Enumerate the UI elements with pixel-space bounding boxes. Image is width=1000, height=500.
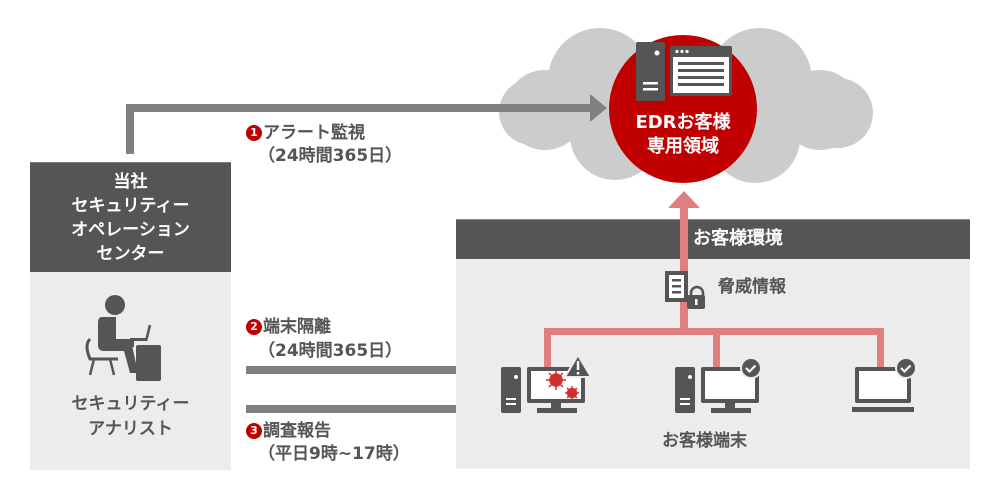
edr-label-line: EDRお客様 <box>635 112 731 133</box>
threat-info-label: 脅威情報 <box>718 277 786 297</box>
warning-icon <box>563 353 593 378</box>
terminal-ok-laptop <box>852 357 917 412</box>
terminal-ok-desktop <box>675 357 762 413</box>
analyst-at-desk-icon <box>85 295 161 381</box>
arrow-alert-monitoring <box>126 94 607 154</box>
soc-header-line: 当社 <box>113 172 148 192</box>
customer-env-title: お客様環境 <box>693 228 783 249</box>
customer-env-header <box>456 219 970 259</box>
flow-1-hours: （24時間365日） <box>258 146 403 166</box>
flow-2-hours: （24時間365日） <box>258 341 403 361</box>
server-icon <box>636 42 665 101</box>
analyst-label: セキュリティー アナリスト <box>30 392 231 442</box>
check-icon <box>895 357 917 379</box>
cloud-shape <box>499 28 873 183</box>
analyst-label-line: セキュリティー <box>71 394 190 414</box>
soc-header: 当社 セキュリティー オペレーション センター <box>30 162 231 273</box>
flow-title: アラート監視 <box>263 123 365 143</box>
flow-title: 端末隔離 <box>263 317 331 337</box>
customer-network <box>501 191 917 413</box>
check-icon <box>740 357 762 379</box>
analyst-label-line: アナリスト <box>88 419 173 439</box>
step-number-badge: 2 <box>246 319 262 335</box>
edr-label-line: 専用領域 <box>647 136 719 157</box>
customer-terminals-label: お客様端末 <box>662 431 747 451</box>
edr-area-label: EDRお客様 専用領域 <box>609 111 757 159</box>
soc-header-line: セキュリティー <box>71 196 190 216</box>
flow-3-hours: （平日9時~17時） <box>258 444 410 464</box>
soc-header-line: オペレーション <box>71 220 190 240</box>
step-number-badge: 1 <box>246 125 262 141</box>
arrow-threat-info <box>544 191 884 370</box>
virus-icon <box>546 370 579 400</box>
soc-header-line: センター <box>96 244 165 264</box>
locked-document-icon <box>665 271 705 309</box>
browser-window-icon <box>670 46 732 96</box>
step-number-badge: 3 <box>246 423 262 439</box>
terminal-infected-desktop <box>501 353 593 413</box>
flow-title: 調査報告 <box>263 421 331 441</box>
